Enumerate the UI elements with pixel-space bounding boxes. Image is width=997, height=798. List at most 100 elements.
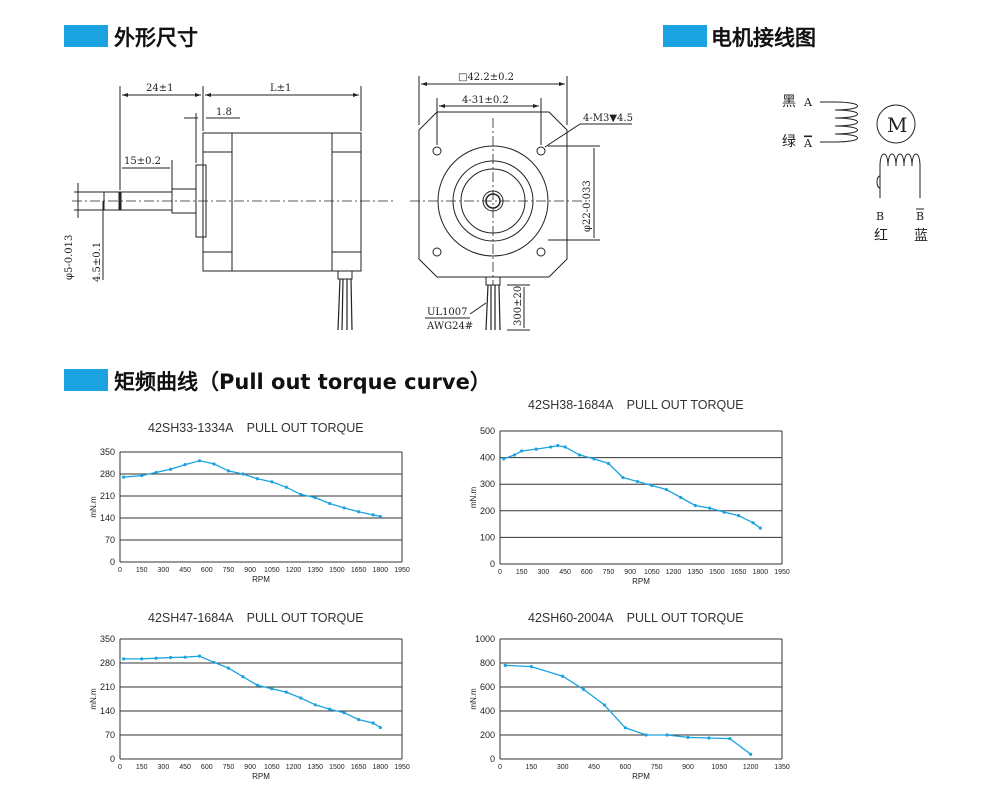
wire-label-a: A — [803, 96, 813, 109]
y-axis-label: mN.m — [469, 487, 478, 509]
coil-b — [879, 153, 921, 198]
x-tick-label: 1050 — [264, 764, 280, 771]
x-tick-label: 0 — [118, 567, 122, 574]
y-tick-label: 350 — [100, 447, 115, 457]
data-point — [679, 495, 683, 500]
section-marker-curves — [64, 369, 108, 391]
x-tick-label: 1350 — [307, 764, 323, 771]
data-point — [122, 475, 126, 479]
x-tick-label: 750 — [603, 569, 615, 576]
x-tick-label: 1500 — [709, 569, 725, 576]
y-tick-label: 1000 — [475, 634, 495, 644]
dim-4-5: 4.5±0.1 — [92, 242, 103, 282]
data-point — [154, 470, 158, 475]
data-point — [140, 473, 144, 478]
x-tick-label: 150 — [516, 569, 528, 576]
section-marker-wiring — [663, 25, 707, 47]
data-point — [606, 461, 611, 466]
y-tick-label: 70 — [105, 535, 115, 545]
wire-color-black: 黑 — [782, 94, 796, 110]
cable-spec-ul1007: UL1007 — [427, 307, 468, 318]
x-tick-label: 150 — [136, 764, 148, 771]
data-point — [357, 717, 361, 722]
y-tick-label: 210 — [100, 682, 115, 692]
data-point — [328, 501, 332, 506]
x-tick-label: 1200 — [666, 569, 682, 576]
y-tick-label: 600 — [480, 682, 495, 692]
x-tick-label: 900 — [244, 567, 256, 574]
data-point — [602, 703, 607, 707]
y-tick-label: 100 — [480, 532, 495, 542]
cable-spec-awg24: AWG24# — [426, 321, 473, 332]
data-point — [378, 514, 382, 519]
front-flange-outline — [418, 111, 568, 278]
section-title-dimensions: 外形尺寸 — [114, 26, 198, 50]
data-point — [313, 495, 317, 500]
data-point — [751, 521, 755, 525]
section-marker-dimensions — [64, 25, 108, 47]
x-tick-label: 900 — [682, 764, 694, 771]
data-point — [122, 657, 126, 661]
data-point — [241, 472, 245, 476]
x-tick-label: 1650 — [351, 567, 367, 574]
data-point — [577, 453, 582, 457]
data-point — [284, 485, 288, 489]
motor-label: M — [887, 113, 907, 137]
data-point — [342, 711, 346, 715]
dim-4-31: 4-31±0.2 — [462, 95, 509, 106]
x-tick-label: 1950 — [774, 569, 790, 576]
data-point — [357, 510, 361, 514]
data-point — [686, 735, 690, 739]
data-point — [549, 445, 553, 449]
x-tick-label: 900 — [244, 764, 256, 771]
data-point — [140, 657, 144, 661]
data-point — [650, 483, 654, 488]
x-tick-label: 300 — [557, 764, 569, 771]
section-title-curves: 矩频曲线（Pull out torque curve） — [114, 370, 491, 394]
data-point — [502, 457, 506, 461]
data-point — [169, 467, 173, 471]
y-tick-label: 280 — [100, 658, 115, 668]
data-point — [154, 656, 158, 660]
x-tick-label: 450 — [179, 567, 191, 574]
x-tick-label: 1500 — [329, 764, 345, 771]
x-tick-label: 1350 — [307, 567, 323, 574]
x-tick-label: 600 — [619, 764, 631, 771]
data-point — [197, 654, 202, 658]
y-tick-label: 70 — [105, 730, 115, 740]
data-point — [644, 733, 648, 737]
torque-series-line — [123, 460, 381, 518]
data-point — [169, 655, 173, 660]
data-point — [728, 737, 732, 741]
x-tick-label: 150 — [136, 567, 148, 574]
data-point — [226, 666, 231, 670]
data-point — [707, 736, 711, 740]
torque-series-line — [123, 655, 381, 729]
x-tick-label: 300 — [158, 567, 170, 574]
dim-24: 24±1 — [146, 83, 173, 94]
dim-15: 15±0.2 — [124, 156, 161, 167]
data-point — [708, 506, 712, 510]
y-tick-label: 140 — [100, 706, 115, 716]
y-axis-label: mN.m — [469, 688, 478, 710]
data-point — [623, 726, 627, 730]
wire-color-red: 红 — [874, 228, 888, 244]
x-tick-label: 300 — [538, 569, 550, 576]
chart-title-42sh47: 42SH47-1684A PULL OUT TORQUE — [148, 611, 364, 625]
data-point — [758, 526, 762, 530]
x-tick-label: 600 — [201, 567, 213, 574]
wire-color-green: 绿 — [782, 134, 796, 150]
motor-symbol — [876, 104, 916, 144]
data-point — [563, 445, 567, 449]
x-tick-label: 750 — [651, 764, 663, 771]
coil-a — [834, 101, 858, 143]
data-point — [737, 513, 741, 518]
motor-body-outline — [202, 132, 362, 272]
x-tick-label: 750 — [223, 567, 235, 574]
x-axis-label: RPM — [252, 575, 270, 584]
data-point — [299, 696, 303, 700]
data-point — [299, 492, 303, 497]
